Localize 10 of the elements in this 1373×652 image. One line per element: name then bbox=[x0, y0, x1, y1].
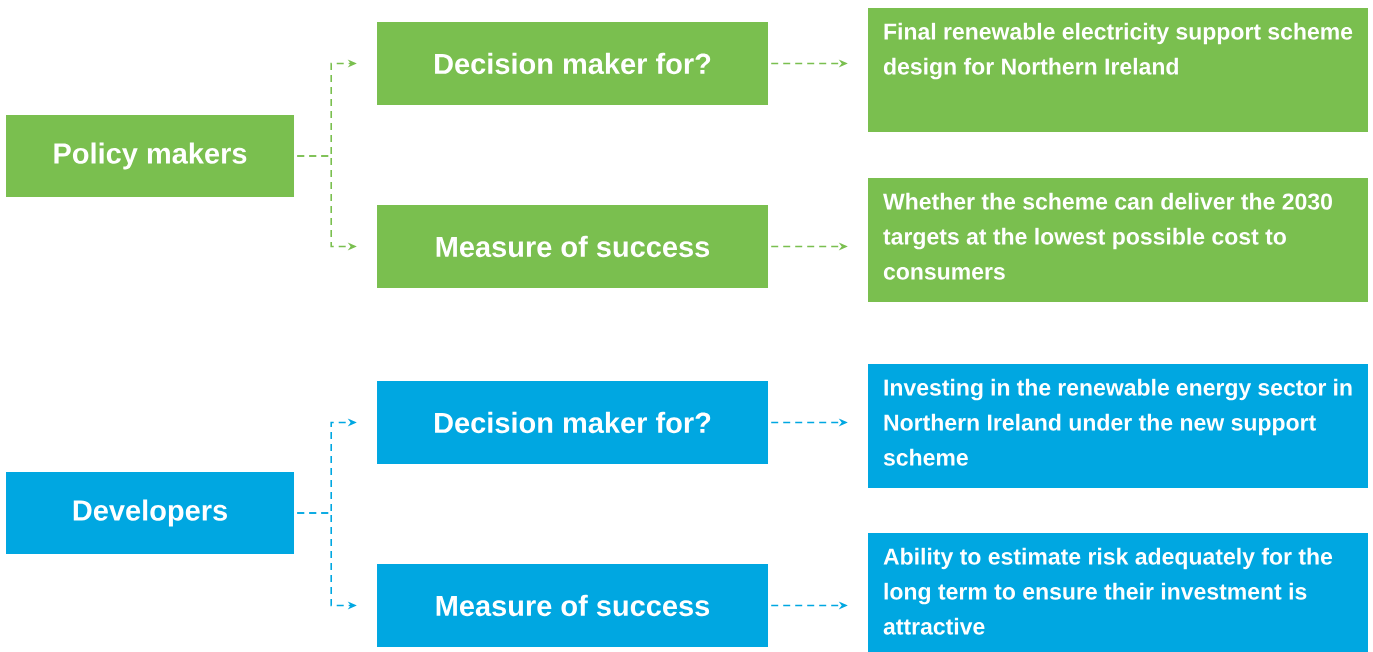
group-box: Developers bbox=[6, 472, 294, 554]
question-box: Measure of success bbox=[377, 564, 768, 647]
group-box: Policy makers bbox=[6, 115, 294, 197]
answer-box: Investing in the renewable energy sector in Northern Ireland under the new support scheme bbox=[868, 364, 1368, 488]
answer-box: Whether the scheme can deliver the 2030 targets at the lowest possible cost to consumers bbox=[868, 178, 1368, 302]
answer-box: Ability to estimate risk adequately for the long term to ensure their investment is attractive bbox=[868, 533, 1368, 652]
question-box: Measure of success bbox=[377, 205, 768, 288]
answer-box: Final renewable electricity support scheme design for Northern Ireland bbox=[868, 8, 1368, 132]
question-box: Decision maker for? bbox=[377, 22, 768, 105]
question-box: Decision maker for? bbox=[377, 381, 768, 464]
